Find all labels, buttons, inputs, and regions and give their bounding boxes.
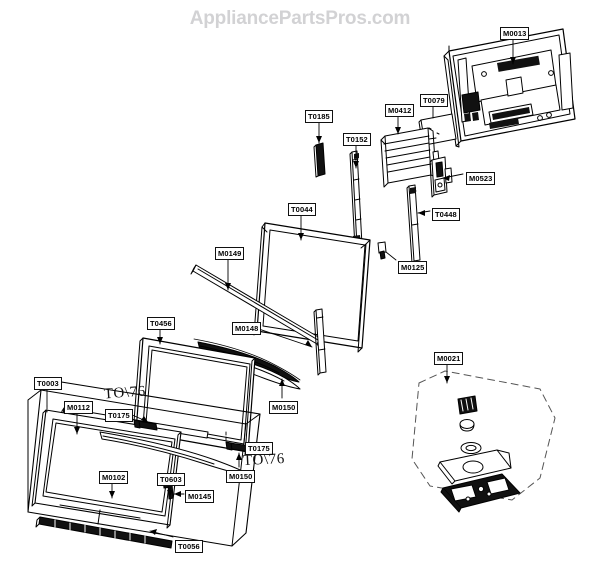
callout-T0603[interactable]: T0603 — [157, 473, 185, 486]
callout-M0523[interactable]: M0523 — [466, 172, 496, 185]
handwritten-annotation-2: TO\76 — [242, 450, 286, 470]
callout-T0456[interactable]: T0456 — [147, 317, 175, 330]
part-bottom-trim-bar — [35, 516, 173, 549]
callout-M0148[interactable]: M0148 — [232, 322, 262, 335]
callout-M0149[interactable]: M0149 — [215, 247, 245, 260]
part-side-rail — [313, 308, 327, 376]
callout-T0056[interactable]: T0056 — [175, 540, 203, 553]
callout-M0150-b[interactable]: M0150 — [226, 470, 256, 483]
callout-T0079[interactable]: T0079 — [420, 94, 448, 107]
watermark: AppliancePartsPros.com — [189, 8, 411, 29]
callout-M0412[interactable]: M0412 — [385, 104, 415, 117]
callout-T0003[interactable]: T0003 — [34, 377, 62, 390]
callout-M0021[interactable]: M0021 — [434, 352, 464, 365]
callout-T0448[interactable]: T0448 — [432, 208, 460, 221]
part-heat-sink — [380, 127, 440, 188]
callout-T0175-a[interactable]: T0175 — [105, 409, 133, 422]
callout-T0175-b[interactable]: T0175 — [245, 442, 273, 455]
callout-M0112[interactable]: M0112 — [64, 401, 94, 414]
callout-M0150[interactable]: M0150 — [269, 401, 299, 414]
part-side-bracket — [429, 156, 453, 198]
leader-arrowheads — [74, 57, 516, 535]
part-vertical-bar-right — [406, 184, 421, 264]
callout-M0102[interactable]: M0102 — [99, 471, 129, 484]
handwritten-annotation-1: TO\76 — [103, 383, 147, 403]
part-screw — [377, 241, 387, 260]
callout-T0185[interactable]: T0185 — [305, 110, 333, 123]
part-stand-kit — [411, 370, 556, 513]
callout-M0013[interactable]: M0013 — [500, 27, 530, 40]
part-rear-chassis — [443, 28, 576, 148]
part-small-connector — [313, 142, 326, 178]
part-lcd-panel — [253, 222, 371, 353]
callout-T0152[interactable]: T0152 — [343, 133, 371, 146]
callout-M0125[interactable]: M0125 — [398, 261, 428, 274]
part-clip-a — [133, 419, 158, 431]
part-top-trim-bar — [190, 264, 323, 348]
leader-lines-dashed — [46, 405, 227, 443]
callout-M0145[interactable]: M0145 — [185, 490, 215, 503]
callout-T0044[interactable]: T0044 — [288, 203, 316, 216]
